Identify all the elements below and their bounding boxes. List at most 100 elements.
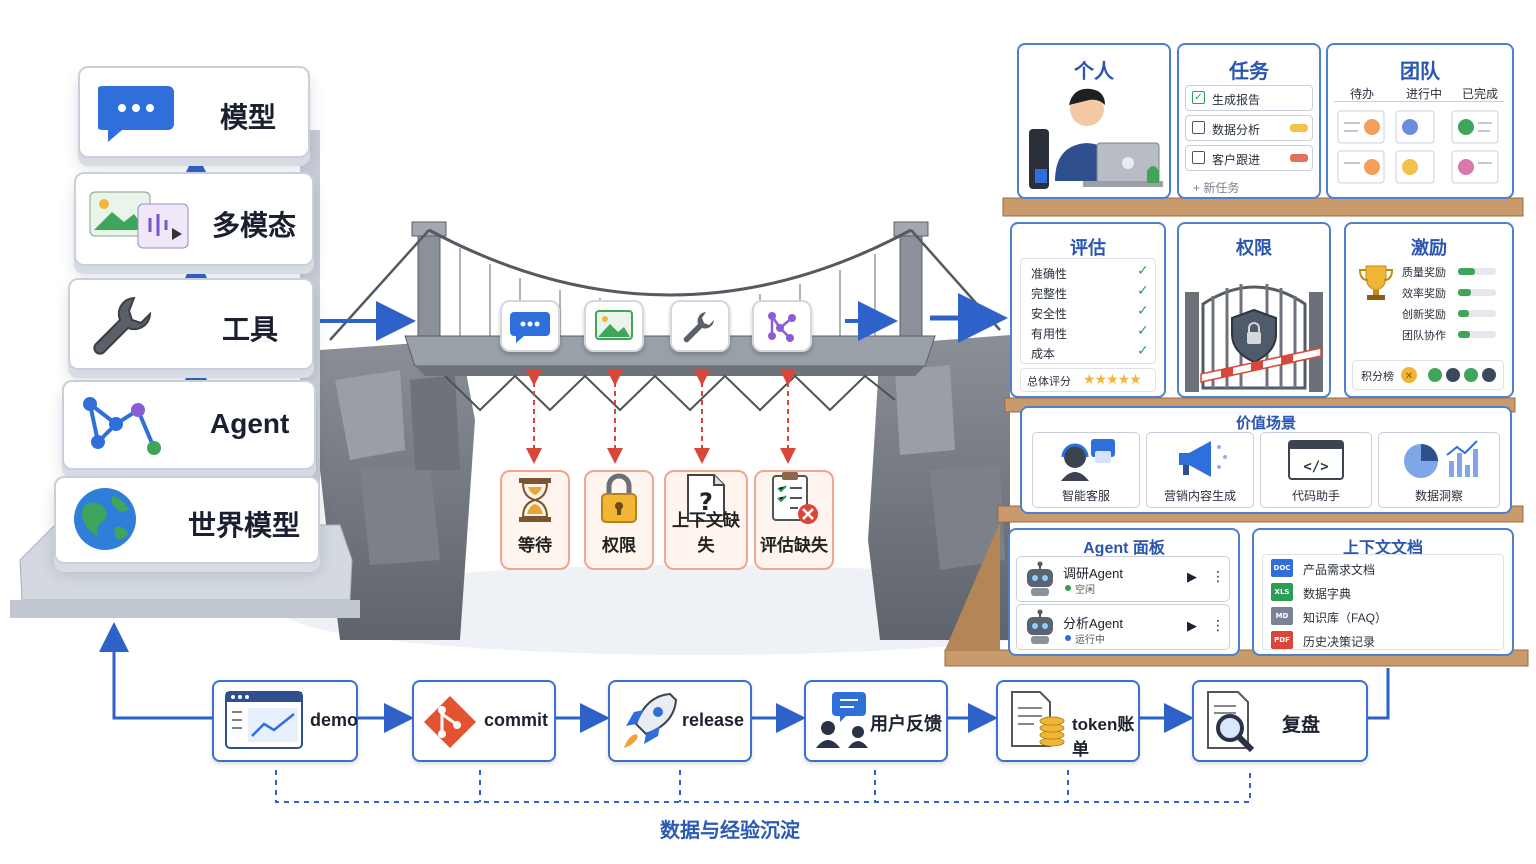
task-item[interactable]: 数据分析 (1185, 115, 1313, 141)
pipeline-step-commit: commit (412, 680, 556, 762)
token-bill-icon (1011, 691, 1065, 747)
support-agent-icon (1061, 439, 1115, 481)
evaluation-item: 完整性 (1031, 287, 1068, 301)
scenario-card[interactable]: 智能客服 (1032, 432, 1140, 508)
image-icon (595, 310, 633, 340)
svg-text:</>: </> (1303, 459, 1328, 475)
doc-label[interactable]: 知识库（FAQ） (1303, 611, 1388, 625)
agent-name: 调研Agent (1063, 566, 1123, 581)
status-dot (1065, 585, 1071, 591)
tasks-title: 任务 (1229, 61, 1269, 83)
loop-right-line (1365, 668, 1390, 720)
pipeline-step-demo: demo (212, 680, 358, 762)
obstacle-label-context-missing: 上下文缺失 (672, 511, 740, 555)
doc-label[interactable]: 数据字典 (1303, 587, 1352, 601)
stack-label-model: 模型 (220, 102, 277, 133)
loop-back-arrow (99, 622, 212, 720)
agent-panel-title: Agent 面板 (1083, 540, 1165, 557)
dashboard-window-icon (225, 691, 303, 749)
status-dot (1065, 635, 1071, 641)
task-label: 数据分析 (1212, 123, 1261, 137)
pipeline-label: 用户反馈 (870, 714, 942, 734)
overall-rating-label: 总体评分 (1027, 376, 1071, 388)
scenario-label: 营销内容生成 (1163, 489, 1236, 503)
trophy-icon (1358, 265, 1394, 300)
check-icon: ✓ (1137, 302, 1149, 318)
leaderboard-label: 积分榜 (1361, 371, 1394, 383)
checkbox-checked-icon[interactable]: ✓ (1192, 91, 1205, 104)
play-icon[interactable]: ▶ (1187, 618, 1197, 633)
document-search-icon (1207, 691, 1255, 752)
agent-graph-icon (768, 312, 796, 342)
user-feedback-icon (816, 692, 868, 748)
doc-label[interactable]: 产品需求文档 (1303, 563, 1376, 577)
more-icon[interactable]: ⋮ (1211, 568, 1225, 584)
checklist-x-icon (772, 472, 818, 524)
scenario-label: 数据洞察 (1414, 489, 1463, 503)
task-item[interactable]: 客户跟进 (1185, 145, 1313, 171)
bridge-block-model (500, 300, 560, 352)
agent-name: 分析Agent (1063, 616, 1123, 631)
chat-bubble-icon (510, 312, 550, 343)
incentive-bar (1458, 268, 1496, 275)
agent-status: 空闲 (1075, 585, 1095, 596)
new-task-button[interactable]: + 新任务 (1193, 181, 1240, 195)
pipeline-step-review: 复盘 (1192, 680, 1368, 762)
bridge-block-agent (752, 300, 812, 352)
pipeline-label: token账单 (1072, 715, 1135, 759)
task-label: 客户跟进 (1212, 153, 1261, 167)
scenarios-panel: 价值场景 智能客服 营销内容生成 </> 代码助手 数据洞察 (1020, 406, 1512, 514)
bridge-block-wrench (670, 300, 730, 352)
doc-label[interactable]: 历史决策记录 (1303, 635, 1376, 649)
check-icon: ✓ (1137, 262, 1149, 278)
scenario-card[interactable]: </> 代码助手 (1260, 432, 1372, 508)
stack-layer-agent: Agent (62, 380, 316, 470)
leaderboard-avatars: ✕ (1401, 367, 1496, 383)
scenario-card[interactable]: 营销内容生成 (1146, 432, 1254, 508)
svg-text:✕: ✕ (1405, 371, 1413, 382)
code-window-icon: </> (1288, 440, 1344, 480)
incentive-panel: 激励 质量奖励 效率奖励 创新奖励 团队协作 积分榜 ✕ (1344, 222, 1514, 398)
scenario-card[interactable]: 数据洞察 (1378, 432, 1500, 508)
scenarios-title: 价值场景 (1235, 415, 1296, 432)
megaphone-icon (1179, 441, 1227, 477)
task-item[interactable]: ✓ 生成报告 (1185, 85, 1313, 111)
kanban-cards (1337, 110, 1499, 184)
personal-title: 个人 (1074, 61, 1114, 83)
stack-layer-model: 模型 (78, 66, 310, 158)
stack-layer-multimodal: 多模态 (74, 172, 314, 266)
evaluation-item: 准确性 (1031, 267, 1068, 281)
md-file-icon: MD (1271, 607, 1293, 625)
priority-tag (1290, 154, 1308, 162)
evaluation-list: 准确性 ✓ 完整性 ✓ 安全性 ✓ 有用性 ✓ 成本 ✓ (1020, 258, 1156, 364)
left-cliff (320, 340, 475, 640)
doc-file-icon: DOC (1271, 559, 1293, 577)
task-label: 生成报告 (1212, 93, 1261, 107)
check-icon: ✓ (1137, 342, 1149, 358)
left-anchor-cable (329, 229, 430, 341)
obstacle-label-evaluation-missing: 评估缺失 (760, 536, 828, 555)
bridge-tower-left (411, 221, 447, 343)
checkbox-icon[interactable] (1192, 151, 1205, 164)
evaluation-item: 安全性 (1031, 307, 1068, 321)
obstacle-context-missing: ? 上下文缺失 (664, 470, 748, 570)
obstacle-links (526, 370, 796, 464)
right-anchor-cable (910, 229, 1001, 331)
pie-chart-icon (1404, 440, 1478, 478)
more-icon[interactable]: ⋮ (1211, 617, 1225, 633)
pipeline-label: release (682, 710, 745, 730)
question-doc-icon: ? (687, 474, 725, 522)
play-icon[interactable]: ▶ (1187, 569, 1197, 584)
gate-shield-icon (1185, 284, 1323, 392)
incentive-item: 质量奖励 (1402, 267, 1446, 279)
agent-graph-icon (83, 397, 161, 455)
agent-row[interactable]: 调研Agent 空闲 ▶ ⋮ (1016, 556, 1230, 602)
stack-label-agent: Agent (210, 408, 290, 439)
padlock-icon (601, 473, 637, 523)
agent-row[interactable]: 分析Agent 运行中 ▶ ⋮ (1016, 604, 1230, 650)
evaluation-item: 有用性 (1031, 327, 1068, 341)
git-icon (424, 696, 476, 748)
checkbox-icon[interactable] (1192, 121, 1205, 134)
svg-text:?: ? (699, 488, 713, 516)
team-column-done: 已完成 (1462, 87, 1499, 101)
